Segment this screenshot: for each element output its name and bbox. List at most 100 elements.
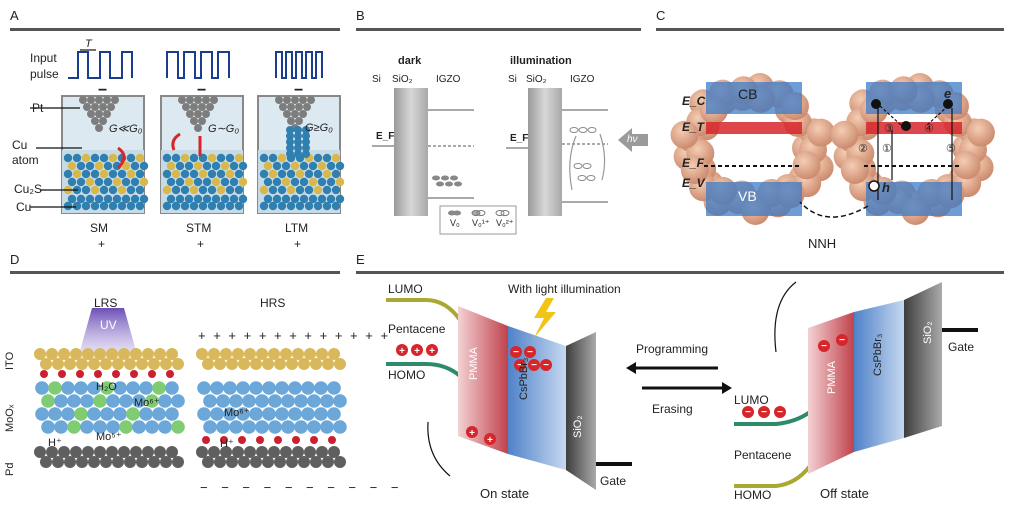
mo6-atom [126, 381, 140, 395]
pd-atom [136, 456, 148, 468]
cu-atom [184, 194, 194, 204]
cu-atom [76, 194, 86, 204]
dark-ef-label: E_F [376, 131, 395, 142]
ito-atom [298, 358, 310, 370]
cu-atom [99, 153, 109, 163]
cu2s-atom [198, 169, 208, 179]
pd-atom [238, 456, 250, 468]
pd-atom [274, 456, 286, 468]
mo6-atom [320, 420, 334, 434]
conductance-ltm: G≥G₀ [305, 122, 333, 134]
migration-arrow-stm [171, 132, 181, 151]
cu2s-atom [184, 177, 194, 187]
pd-atom [88, 456, 100, 468]
water-label: H₂O [96, 381, 117, 393]
cu-atom [175, 177, 185, 187]
ito-atom [82, 348, 94, 360]
on-curved-arrow [427, 421, 451, 477]
mo6-atom [327, 407, 341, 421]
ito-atom [196, 348, 208, 360]
hydrogen-atom [130, 370, 138, 378]
pd-atom [208, 446, 220, 458]
pt-atom [307, 96, 315, 104]
cu-atom [225, 201, 235, 211]
cu-filament-atom [294, 144, 302, 152]
mo6-atom [87, 381, 101, 395]
mo6-atom [106, 420, 120, 434]
cluster-atom [840, 155, 869, 184]
pd-atom [64, 456, 76, 468]
on-pmma-block [458, 306, 508, 454]
ito-atom [52, 358, 64, 370]
pt-atom [95, 110, 103, 118]
cu-atom [286, 169, 296, 179]
pt-atom [299, 110, 307, 118]
mo6-label-lrs: Mo⁶⁺ [134, 397, 160, 409]
hydrogen-atom [148, 370, 156, 378]
mo6-atom [139, 381, 153, 395]
pt-atom [299, 96, 307, 104]
hydrogen-atom [94, 370, 102, 378]
mo6-atom [210, 381, 224, 395]
cu-atom [272, 194, 282, 204]
cu-atom [108, 185, 118, 195]
period-label: T [85, 38, 92, 50]
mode-stm: STM [186, 221, 212, 235]
cu-atom [108, 201, 118, 211]
ito-atom [58, 348, 70, 360]
illum-igzo-label: IGZO [570, 74, 595, 85]
on-homo-line [386, 362, 462, 378]
pt-atom [103, 110, 111, 118]
cu-atom [211, 161, 221, 171]
cu-atom [331, 185, 341, 195]
cu-atom [263, 177, 273, 187]
mo6-atom [281, 394, 295, 408]
mo6-atom [100, 407, 114, 421]
mode-sm: SM [90, 221, 108, 235]
top-sign-stm: − [197, 82, 207, 99]
off-pentacene-label: Pentacene [734, 448, 792, 462]
dark-title: dark [398, 55, 422, 67]
mo6-atom [242, 394, 256, 408]
cu-atom [81, 169, 91, 179]
hrs-label: HRS [260, 296, 286, 310]
mo6-atom [197, 407, 211, 421]
ito-atom [226, 358, 238, 370]
cu2s-atom [81, 153, 91, 163]
mo6-atom [275, 381, 289, 395]
cu2s-atom [290, 161, 300, 171]
legend-v2: V₀²⁺ [496, 218, 514, 228]
dark-sio2-bar [394, 88, 428, 216]
illum-vacancy-cluster [569, 127, 597, 181]
pd-atom [310, 456, 322, 468]
cu-atom [272, 161, 282, 171]
et-label: E_T [682, 120, 705, 134]
cu-atom [326, 194, 336, 204]
svg-text:−: − [513, 347, 519, 358]
mo5-atom [100, 381, 114, 395]
svg-text:+: + [469, 428, 475, 439]
cu-atom [238, 161, 248, 171]
pt-atom [194, 96, 202, 104]
ito-atom [292, 348, 304, 360]
pt-atom [107, 103, 115, 111]
panel-d-diagram [34, 308, 347, 468]
cu-filament-atom [302, 150, 310, 158]
ito-atom [118, 348, 130, 360]
cu2s-atom [108, 153, 118, 163]
svg-text:−: − [821, 341, 827, 352]
cu2s-atom [99, 169, 109, 179]
cu2s-atom [259, 185, 269, 195]
mo6-atom [132, 420, 146, 434]
ito-atom [220, 348, 232, 360]
pt-atom [186, 96, 194, 104]
cu-filament-atom [294, 126, 302, 134]
pd-atom [112, 456, 124, 468]
cu-atom [126, 201, 136, 211]
cu2s-atom [166, 161, 176, 171]
mo6-atom [320, 394, 334, 408]
pt-atom [87, 110, 95, 118]
mo5-atom [152, 381, 166, 395]
ito-atom [238, 358, 250, 370]
pd-atom [286, 456, 298, 468]
